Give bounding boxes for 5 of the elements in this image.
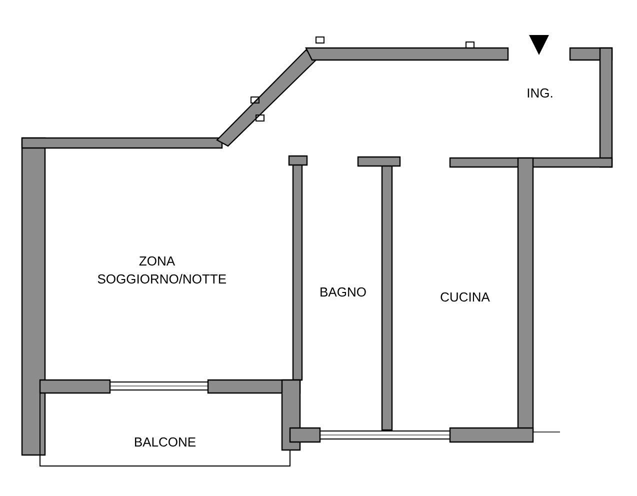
room-label: ING.: [528, 88, 552, 98]
room-label: BAGNO: [320, 287, 366, 297]
room-label: CUCINA: [440, 292, 490, 302]
room-label: BALCONE: [135, 437, 196, 447]
room-label: ZONA SOGGIORNO/NOTTE: [98, 256, 226, 284]
